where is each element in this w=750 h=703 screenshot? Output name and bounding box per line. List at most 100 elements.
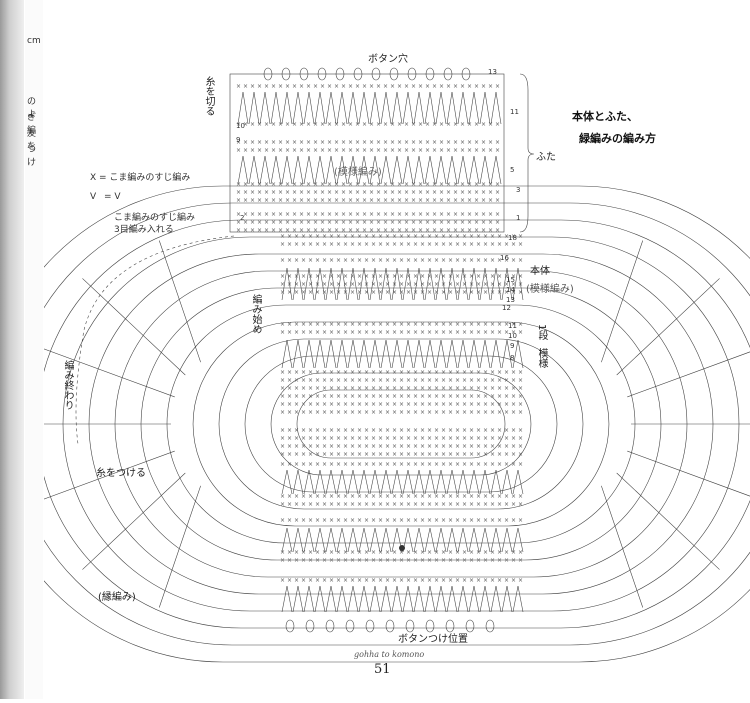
lid-stitch-mark: × — [460, 219, 465, 226]
stitch-mark: × — [497, 409, 502, 416]
lid-stitch-mark: × — [481, 139, 486, 146]
tall-stitch — [314, 469, 321, 495]
tall-stitch — [369, 267, 376, 301]
lid-stitch-mark: × — [453, 227, 458, 234]
lid-stitch-mark: × — [418, 83, 423, 90]
lid-tall-stitch — [374, 155, 381, 185]
stitch-mark: × — [490, 517, 495, 524]
stitch-mark: × — [392, 289, 397, 296]
tall-stitch — [424, 585, 431, 613]
tall-stitch — [396, 339, 403, 369]
tall-stitch — [484, 527, 491, 553]
tall-stitch — [325, 469, 332, 495]
stitch-mark: × — [455, 385, 460, 392]
tall-stitch — [402, 339, 409, 369]
stitch-mark: × — [329, 289, 334, 296]
lid-stitch-mark: × — [334, 197, 339, 204]
stitch-mark: × — [420, 549, 425, 556]
stitch-mark: × — [490, 321, 495, 328]
stitch-mark: × — [329, 409, 334, 416]
stitch-mark: × — [385, 501, 390, 508]
stitch-mark: × — [392, 273, 397, 280]
stitch-mark: × — [280, 517, 285, 524]
lid-stitch-mark: × — [390, 211, 395, 218]
tall-stitch — [325, 339, 332, 369]
stitch-mark: × — [315, 577, 320, 584]
stitch-mark: × — [280, 329, 285, 336]
stitch-mark: × — [448, 393, 453, 400]
stitch-mark: × — [301, 557, 306, 564]
lid-tall-stitch — [308, 91, 315, 125]
stitch-mark: × — [455, 517, 460, 524]
lid-stitch-mark: × — [411, 227, 416, 234]
stitch-mark: × — [385, 385, 390, 392]
stitch-mark: × — [497, 501, 502, 508]
stitch-mark: × — [364, 427, 369, 434]
tall-stitch — [341, 339, 348, 369]
legend-symbol-left: V — [90, 192, 97, 202]
tall-stitch — [319, 469, 326, 495]
stitch-mark: × — [406, 549, 411, 556]
stitch-mark: × — [427, 329, 432, 336]
stitch-mark: × — [497, 443, 502, 450]
stitch-mark: × — [497, 329, 502, 336]
tall-stitch — [440, 585, 447, 613]
lid-stitch-mark: × — [348, 211, 353, 218]
stitch-mark: × — [427, 257, 432, 264]
stitch-mark: × — [413, 233, 418, 240]
stitch-mark: × — [357, 401, 362, 408]
body-round-outline — [36, 219, 750, 629]
stitch-mark: × — [406, 577, 411, 584]
lid-tall-stitch — [380, 155, 387, 185]
stitch-mark: × — [448, 501, 453, 508]
tall-stitch — [468, 527, 475, 553]
tall-stitch — [369, 585, 376, 613]
lid-stitch-mark: × — [362, 189, 367, 196]
lid-stitch-mark: × — [250, 139, 255, 146]
lid-stitch-mark: × — [495, 219, 500, 226]
lid-stitch-mark: × — [264, 189, 269, 196]
lid-tall-stitch — [429, 91, 436, 125]
lid-stitch-mark: × — [432, 139, 437, 146]
stitch-mark: × — [301, 501, 306, 508]
lid-stitch-mark: × — [292, 219, 297, 226]
tall-stitch — [347, 469, 354, 495]
stitch-mark: × — [371, 443, 376, 450]
lid-stitch-mark: × — [299, 121, 304, 128]
lid-stitch-mark: × — [327, 197, 332, 204]
edging-label: (縁編み) — [98, 592, 136, 603]
tall-stitch — [297, 339, 304, 369]
stitch-mark: × — [462, 377, 467, 384]
lid-stitch-mark: × — [488, 227, 493, 234]
stitch-mark: × — [385, 377, 390, 384]
stitch-mark: × — [357, 443, 362, 450]
lid-stitch-mark: × — [369, 211, 374, 218]
lid-stitch-mark: × — [334, 211, 339, 218]
stitch-mark: × — [385, 493, 390, 500]
lid-tall-stitch — [281, 91, 288, 125]
lid-stitch-mark: × — [481, 181, 486, 188]
stitch-mark: × — [448, 427, 453, 434]
lid-tall-stitch — [319, 91, 326, 125]
lid-tall-stitch — [319, 155, 326, 185]
tall-stitch — [451, 527, 458, 553]
stitch-mark: × — [427, 393, 432, 400]
tall-stitch — [347, 527, 354, 553]
tall-stitch — [413, 267, 420, 301]
stitch-mark: × — [343, 393, 348, 400]
tall-stitch — [440, 339, 447, 369]
stitch-mark: × — [315, 241, 320, 248]
stitch-mark: × — [385, 427, 390, 434]
lid-stitch-mark: × — [355, 197, 360, 204]
stitch-mark: × — [350, 321, 355, 328]
stitch-mark: × — [420, 273, 425, 280]
picot-loop — [325, 619, 335, 633]
stitch-mark: × — [308, 517, 313, 524]
lid-stitch-mark: × — [264, 181, 269, 188]
lid-stitch-mark: × — [271, 189, 276, 196]
lid-stitch-mark: × — [299, 139, 304, 146]
lid-stitch-mark: × — [383, 219, 388, 226]
stitch-mark: × — [308, 329, 313, 336]
stitch-mark: × — [413, 241, 418, 248]
